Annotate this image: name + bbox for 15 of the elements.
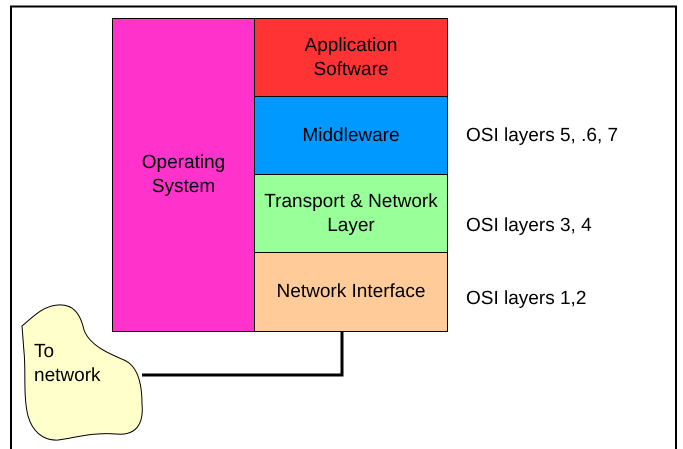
osi-layer-note: OSI layers 1,2: [466, 288, 586, 310]
node-label: Operating System: [140, 151, 226, 199]
node-label: Middleware: [302, 124, 400, 148]
os-box: [112, 18, 255, 332]
layer-box: [254, 252, 448, 332]
osi-layer-note: OSI layers 5, .6, 7: [466, 125, 618, 147]
osi-layer-note: OSI layers 3, 4: [466, 215, 592, 237]
layer-box: [254, 174, 448, 253]
layer-box: [254, 18, 448, 97]
node-label: Transport & Network Layer: [263, 190, 439, 238]
node-label: To network: [34, 340, 102, 388]
layer-box: [254, 96, 448, 175]
node-label: Application Software: [304, 34, 398, 82]
node-label: Network Interface: [276, 280, 426, 304]
connector-line: [142, 332, 344, 376]
